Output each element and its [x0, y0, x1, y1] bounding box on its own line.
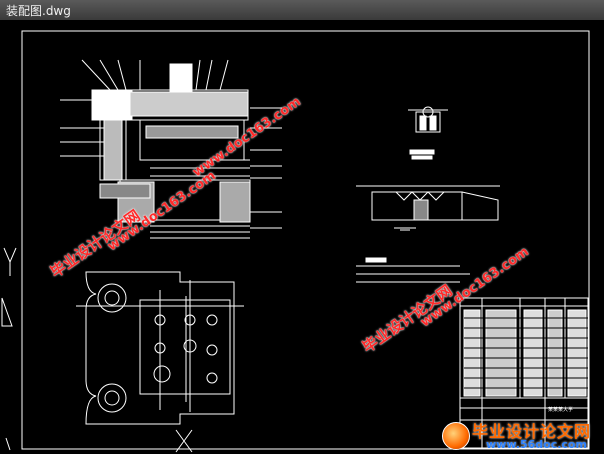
drawing-frame — [21, 30, 590, 450]
cad-drawing — [1, 30, 590, 453]
edge-mark — [3, 247, 17, 276]
part-detail-top — [408, 106, 448, 160]
brand-url: www.56doc.com — [486, 438, 587, 451]
assembly-front-view — [60, 59, 282, 239]
brand-name: 毕业设计论文网 — [472, 422, 592, 441]
window-titlebar: 装配图.dwg — [0, 0, 604, 21]
window-title: 装配图.dwg — [6, 4, 71, 18]
brand-logo-block: 毕业设计论文网 www.56doc.com — [440, 418, 604, 454]
tech-notes — [356, 257, 470, 283]
part-section-view — [356, 185, 500, 231]
edge-mark — [1, 297, 13, 327]
brand-logo-icon — [442, 422, 470, 450]
title-block — [459, 297, 589, 449]
drawing-canvas[interactable]: 某某某大学 毕业设计论文网 www.doc163.com 毕业设计论文网 www… — [0, 20, 604, 454]
school-name: 某某某大学 — [548, 407, 574, 413]
center-mark — [175, 429, 193, 453]
assembly-plan-view — [76, 271, 244, 425]
